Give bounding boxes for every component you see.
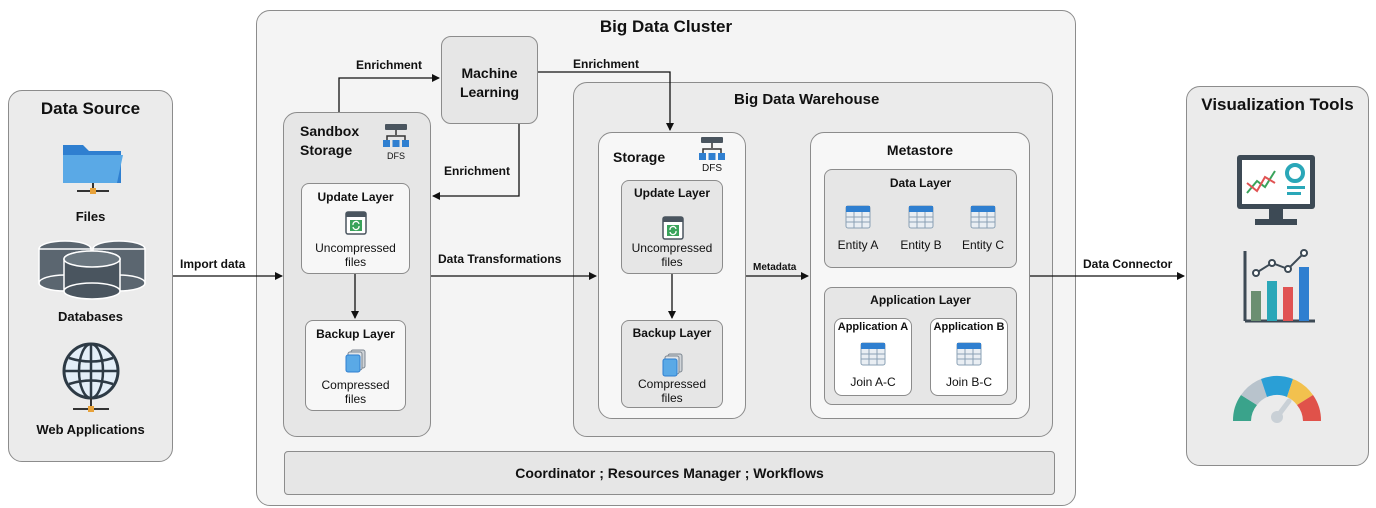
warehouse-backup-layer: Backup Layer Compressed files [621, 320, 723, 408]
sandbox-backup-line1: Compressed [321, 378, 390, 392]
web-applications-label: Web Applications [36, 422, 145, 437]
machine-learning-label-2: Learning [459, 84, 520, 100]
coordinator-bar: Coordinator ; Resources Manager ; Workfl… [284, 451, 1055, 495]
gauge-icon [1232, 375, 1322, 423]
data-transformations-label: Data Transformations [438, 252, 562, 266]
application-a-title: Application A [837, 321, 909, 333]
data-source-panel: Data Source Files Databases [8, 90, 173, 462]
import-data-label: Import data [180, 257, 246, 271]
files-label: Files [75, 209, 106, 224]
data-connector-label: Data Connector [1083, 257, 1173, 271]
sandbox-backup-title: Backup Layer [316, 327, 395, 341]
application-b-title: Application B [933, 321, 1005, 333]
compressed-files-icon [662, 353, 683, 377]
warehouse-backup-title: Backup Layer [632, 326, 712, 340]
sandbox-update-line1: Uncompressed [315, 241, 396, 255]
coordinator-label: Coordinator ; Resources Manager ; Workfl… [515, 465, 824, 481]
sandbox-title-2: Storage [300, 142, 353, 158]
refresh-file-icon [345, 211, 367, 235]
sandbox-update-line2: files [344, 255, 367, 269]
table-icon [908, 205, 934, 229]
warehouse-update-layer: Update Layer Uncompressed files [621, 180, 723, 274]
table-icon [860, 342, 886, 366]
database-icon [38, 240, 146, 300]
metastore-title: Metastore [886, 142, 954, 158]
warehouse-backup-line2: files [661, 391, 683, 405]
table-icon [845, 205, 871, 229]
sandbox-backup-line2: files [344, 392, 367, 406]
table-icon [970, 205, 996, 229]
application-a-join: Join A-C [850, 375, 896, 389]
dfs-icon [699, 137, 725, 160]
warehouse-storage-title: Storage [613, 149, 666, 165]
warehouse-update-title: Update Layer [633, 186, 711, 200]
folder-icon [63, 145, 123, 194]
monitor-chart-icon [1237, 155, 1315, 225]
sandbox-update-layer: Update Layer Uncompressed files [301, 183, 410, 274]
sandbox-update-title: Update Layer [317, 190, 394, 204]
globe-icon [62, 342, 120, 412]
machine-learning-box: Machine Learning [441, 36, 538, 124]
refresh-file-icon [662, 216, 684, 240]
databases-label: Databases [57, 309, 124, 324]
dfs-icon [383, 124, 409, 147]
warehouse-backup-line1: Compressed [637, 377, 707, 391]
enrichment-label-2: Enrichment [573, 57, 640, 71]
application-b-join: Join B-C [945, 375, 992, 389]
table-icon [956, 342, 982, 366]
visualization-title: Visualization Tools [1201, 95, 1354, 114]
warehouse-update-line2: files [661, 255, 683, 269]
bar-chart-icon [1243, 249, 1315, 323]
compressed-files-icon [345, 349, 366, 373]
application-layer-title: Application Layer [870, 293, 971, 307]
sandbox-title-1: Sandbox [300, 123, 360, 139]
data-layer-title: Data Layer [889, 176, 952, 190]
enrichment-label-3: Enrichment [444, 164, 511, 178]
data-source-title: Data Source [40, 99, 141, 118]
entity-a-label: Entity A [837, 238, 879, 252]
metadata-label: Metadata [753, 262, 797, 273]
warehouse-dfs-label: DFS [702, 163, 722, 174]
warehouse-title: Big Data Warehouse [734, 91, 880, 108]
enrichment-label-1: Enrichment [356, 58, 423, 72]
sandbox-dfs-label: DFS [387, 151, 405, 161]
sandbox-backup-layer: Backup Layer Compressed files [305, 320, 406, 411]
entity-c-label: Entity C [961, 238, 1004, 252]
visualization-tools-panel: Visualization Tools [1186, 86, 1369, 466]
cluster-title: Big Data Cluster [599, 17, 733, 36]
machine-learning-label-1: Machine [461, 65, 518, 81]
warehouse-update-line1: Uncompressed [631, 241, 713, 255]
entity-b-label: Entity B [900, 238, 942, 252]
